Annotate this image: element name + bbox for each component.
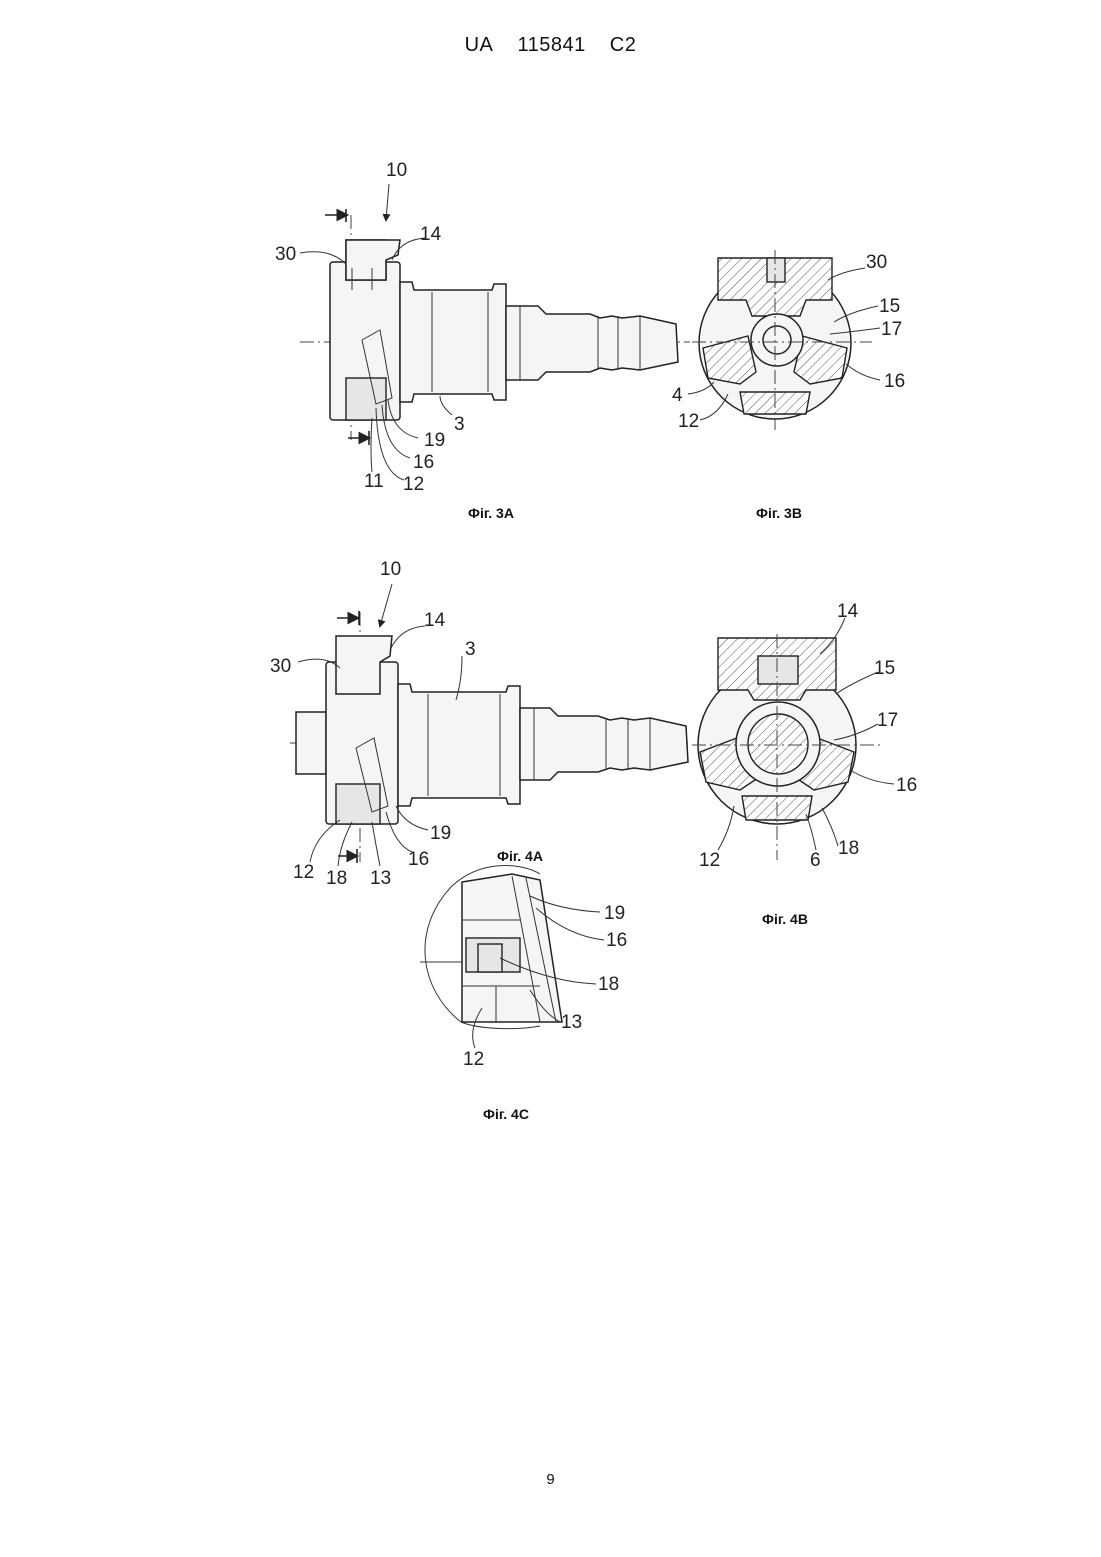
fig4c-label-13: 13: [561, 1012, 582, 1033]
fig3b-label-15: 15: [879, 296, 900, 317]
figure-3b-drawing: [688, 250, 880, 430]
fig4b-label-15: 15: [874, 658, 895, 679]
fig4b-label-6: 6: [810, 850, 821, 871]
fig3a-label-3: 3: [454, 414, 465, 435]
figure-4a-drawing: [290, 584, 690, 866]
fig4c-label-12: 12: [463, 1049, 484, 1070]
fig4a-label-14: 14: [424, 610, 446, 631]
caption-fig-3a: Фіг. 3А: [468, 505, 514, 521]
fig4c-label-18: 18: [598, 974, 619, 995]
fig3b-label-4: 4: [672, 385, 683, 406]
page-number: 9: [0, 1471, 1101, 1488]
fig4c-label-19: 19: [604, 903, 625, 924]
fig4a-label-12: 12: [293, 862, 314, 883]
fig4b-label-14: 14: [837, 601, 859, 622]
caption-fig-3b: Фіг. 3В: [756, 505, 802, 521]
fig3a-label-14: 14: [420, 224, 442, 245]
fig3a-label-19: 19: [424, 430, 445, 451]
fig3b-label-12: 12: [678, 411, 699, 432]
fig4b-label-12: 12: [699, 850, 720, 871]
caption-fig-4b: Фіг. 4В: [762, 911, 808, 927]
fig3a-label-12: 12: [403, 474, 424, 495]
figure-3a-drawing: [300, 184, 690, 480]
fig3b-label-30: 30: [866, 252, 887, 273]
caption-fig-4c: Фіг. 4С: [483, 1106, 529, 1122]
fig3a-label-30: 30: [275, 244, 296, 265]
fig4a-label-13: 13: [370, 868, 391, 889]
fig4a-label-10: 10: [380, 559, 401, 580]
fig4a-label-3: 3: [465, 639, 476, 660]
figure-4b-drawing: [692, 618, 894, 860]
fig4a-label-19: 19: [430, 823, 451, 844]
fig3a-label-16: 16: [413, 452, 434, 473]
fig3a-label-10: 10: [386, 160, 407, 181]
fig3a-label-11: 11: [364, 471, 384, 492]
fig4a-label-30: 30: [270, 656, 291, 677]
fig4c-label-16: 16: [606, 930, 627, 951]
caption-fig-4a: Фіг. 4А: [497, 848, 543, 864]
fig3b-label-16: 16: [884, 371, 905, 392]
fig3b-label-17: 17: [881, 319, 902, 340]
fig4a-label-16: 16: [408, 849, 429, 870]
fig4b-label-16: 16: [896, 775, 917, 796]
fig4b-label-17: 17: [877, 710, 898, 731]
fig4b-label-18: 18: [838, 838, 859, 859]
fig4a-label-18: 18: [326, 868, 347, 889]
